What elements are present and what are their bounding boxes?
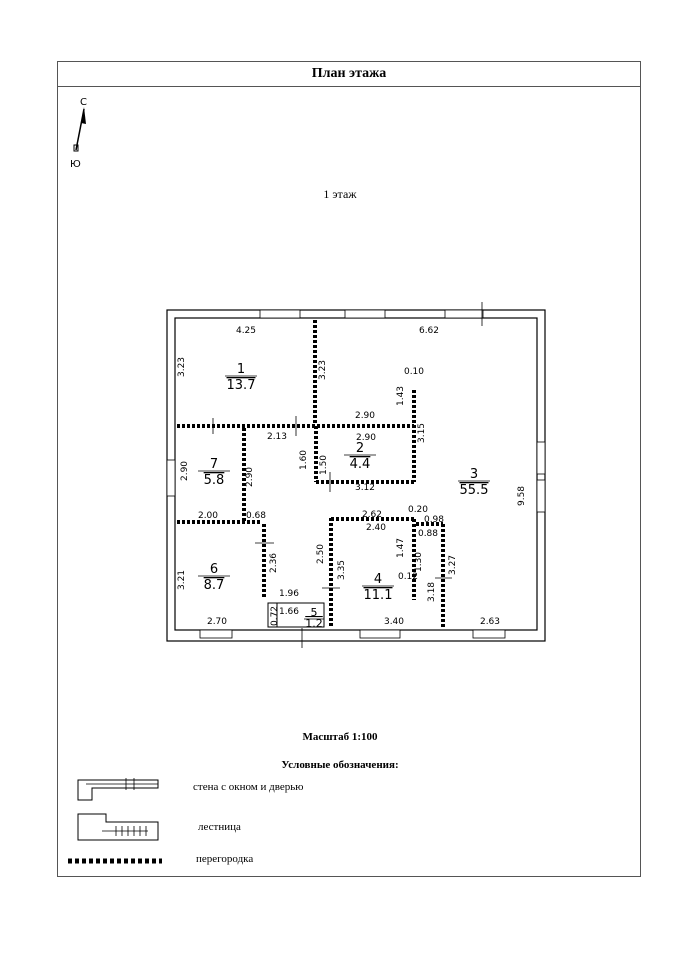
room-area: 1.2 xyxy=(305,617,323,630)
dimension-label: 3.27 xyxy=(448,555,458,575)
window xyxy=(259,309,301,319)
windows xyxy=(166,309,546,639)
page-title: План этажа xyxy=(57,61,641,87)
room-area: 4.4 xyxy=(350,457,371,472)
compass-arrow-head xyxy=(81,107,86,124)
legend-wall-window-door-icon xyxy=(77,778,159,801)
room-number: 2 xyxy=(356,441,364,456)
dimension-label: 0.10 xyxy=(404,367,424,377)
dimension-label: 3.35 xyxy=(337,560,347,580)
dimension-label: 1.30 xyxy=(414,552,424,572)
dimension-label: 3.23 xyxy=(318,360,328,380)
legend-stair-wall xyxy=(77,813,159,841)
dimension-label: 3.15 xyxy=(417,423,427,443)
room-number: 5 xyxy=(311,606,318,619)
drawing-frame xyxy=(57,61,641,877)
dimension-label: 2.63 xyxy=(480,617,500,627)
window xyxy=(472,629,506,639)
legend-staircase-icon xyxy=(77,813,159,841)
room-area: 8.7 xyxy=(204,578,225,593)
legend-wall-shape xyxy=(77,779,159,801)
dimension-label: 1.50 xyxy=(319,455,329,475)
dimension-label: 0.88 xyxy=(418,529,438,539)
scale-label: Масштаб 1:100 xyxy=(302,731,378,743)
dimension-label: 3.12 xyxy=(355,483,375,493)
room-area: 11.1 xyxy=(364,588,393,603)
dimension-label: 1.66 xyxy=(279,607,299,617)
dimension-label: 0.72 xyxy=(270,606,280,626)
room-area: 55.5 xyxy=(460,483,489,498)
dimension-label: 3.23 xyxy=(177,357,187,377)
room-number: 1 xyxy=(237,362,245,377)
room-number: 4 xyxy=(374,572,382,587)
room-area: 13.7 xyxy=(227,378,256,393)
legend-title: Условные обозначения: xyxy=(281,759,399,771)
dimension-label: 9.58 xyxy=(517,486,527,506)
room-number: 3 xyxy=(470,467,478,482)
dimension-label: 2.00 xyxy=(198,511,218,521)
window xyxy=(536,479,546,513)
dimension-label: 3.18 xyxy=(427,582,437,602)
dimension-label: 2.90 xyxy=(355,411,375,421)
window xyxy=(444,309,484,319)
dimension-label: 2.90 xyxy=(356,433,376,443)
floor-label: 1 этаж xyxy=(323,187,357,201)
room-number: 7 xyxy=(210,457,218,472)
dimension-label: 2.90 xyxy=(180,461,190,481)
dimension-label: 3.21 xyxy=(177,570,187,590)
room-5-outline xyxy=(267,602,325,628)
window xyxy=(344,309,386,319)
window xyxy=(359,629,401,639)
window xyxy=(536,441,546,475)
window xyxy=(199,629,233,639)
dimension-label: 2.90 xyxy=(245,467,255,487)
dimension-label: 0.12 xyxy=(398,572,418,582)
dimension-label: 3.40 xyxy=(384,617,404,627)
outer-wall-inner xyxy=(174,317,538,631)
dimension-label: 1.96 xyxy=(279,589,299,599)
partitions xyxy=(177,320,445,628)
dimension-label: 6.62 xyxy=(419,326,439,336)
dimension-label: 2.40 xyxy=(366,523,386,533)
compass: С Ю xyxy=(70,97,87,170)
compass-south-label: Ю xyxy=(70,159,81,170)
dimension-label: 0.68 xyxy=(246,511,266,521)
dimension-label: 1.60 xyxy=(299,450,309,470)
compass-north-label: С xyxy=(80,97,87,108)
dimension-label: 4.25 xyxy=(236,326,256,336)
legend-text-wall: стена с окном и дверью xyxy=(193,781,304,793)
legend-text-stairs: лестница xyxy=(198,821,241,833)
compass-tail xyxy=(73,144,79,152)
dimension-label: 0.20 xyxy=(408,505,428,515)
dimension-label: 1.47 xyxy=(396,538,406,558)
dimension-label: 0.98 xyxy=(424,515,444,525)
dimension-label: 2.62 xyxy=(362,510,382,520)
dimension-label: 2.70 xyxy=(207,617,227,627)
door-ticks xyxy=(212,416,452,589)
dimension-label: 2.50 xyxy=(316,544,326,564)
room-number: 6 xyxy=(210,562,218,577)
dimension-label: 1.43 xyxy=(396,386,406,406)
legend-partition-icon xyxy=(68,858,162,864)
legend-text-partition: перегородка xyxy=(196,853,254,865)
window xyxy=(166,459,176,497)
dimension-label: 2.36 xyxy=(269,553,279,573)
room-area: 5.8 xyxy=(204,473,225,488)
dimension-label: 2.13 xyxy=(267,432,287,442)
